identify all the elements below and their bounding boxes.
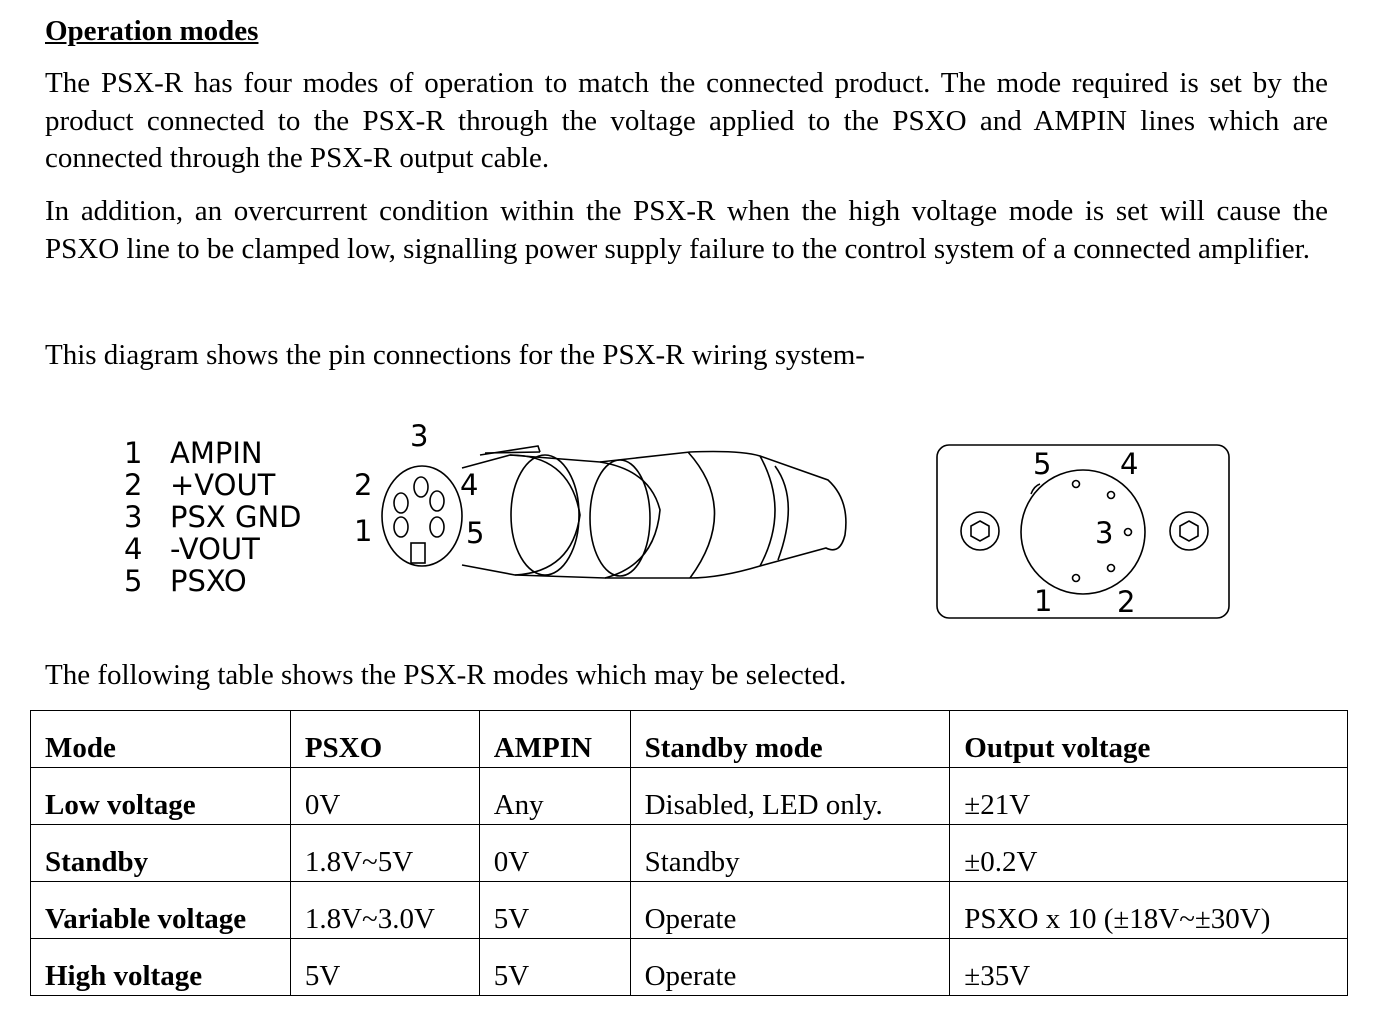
plug-pin: [429, 490, 445, 512]
screw-hex: [1179, 520, 1199, 542]
psxo-cell: 1.8V~3.0V: [289, 881, 480, 939]
legend-num: 2: [124, 468, 142, 502]
mounting-screw: [1169, 511, 1209, 551]
socket-pin-label: 2: [1117, 585, 1135, 619]
pin-legend: 1 AMPIN 2 +VOUT 3 PSX GND 4 -VOUT 5 PSXO: [124, 436, 301, 598]
socket-pin-label: 1: [1034, 584, 1052, 618]
header-mode: Mode: [30, 710, 291, 768]
legend-name: PSX GND: [170, 500, 301, 534]
plug-cable: [759, 455, 847, 567]
table-header-row: Mode PSXO AMPIN Standby mode Output volt…: [30, 710, 1348, 768]
socket-pin: [1071, 479, 1081, 489]
plug-pin: [393, 492, 409, 514]
mode-cell: Standby: [30, 824, 291, 882]
psxo-cell: 0V: [289, 767, 480, 825]
screw-hex: [970, 520, 990, 542]
output-cell: ±21V: [949, 767, 1348, 825]
plug-key: [410, 542, 426, 564]
plug-pin-labels: 3 2 4 1 5: [354, 419, 484, 550]
plug-pin-label: 3: [410, 419, 428, 453]
socket-pin-label: 3: [1095, 516, 1113, 550]
socket-pin-label: 5: [1033, 447, 1051, 481]
standby-cell: Standby: [629, 824, 951, 882]
socket-keyway: [1030, 483, 1041, 495]
intro-paragraph: The PSX-R has four modes of operation to…: [45, 67, 1328, 174]
diagram-intro-text: This diagram shows the pin connections f…: [45, 339, 865, 371]
header-psxo: PSXO: [289, 710, 480, 768]
plug-pin: [413, 476, 429, 498]
legend-num: 5: [124, 564, 142, 598]
plug-middle-ring: [509, 454, 661, 579]
socket-panel-plate: [936, 444, 1230, 619]
plug-pin-label: 2: [354, 468, 372, 502]
output-cell: ±35V: [949, 938, 1348, 996]
table-row: Low voltage 0V Any Disabled, LED only. ±…: [30, 767, 1348, 825]
table-row: Standby 1.8V~5V 0V Standby ±0.2V: [30, 824, 1348, 882]
plug-pin-label: 5: [466, 516, 484, 550]
modes-table: Mode PSXO AMPIN Standby mode Output volt…: [30, 710, 1348, 996]
socket-pin: [1123, 527, 1133, 537]
mode-cell: Variable voltage: [30, 881, 291, 939]
legend-name: AMPIN: [170, 436, 263, 470]
panel-socket: [936, 444, 1230, 619]
socket-pin-label: 4: [1120, 447, 1138, 481]
output-cell: ±0.2V: [949, 824, 1348, 882]
header-standby-mode: Standby mode: [629, 710, 951, 768]
legend-name: -VOUT: [170, 532, 260, 566]
table-intro-text: The following table shows the PSX-R mode…: [45, 659, 847, 691]
socket-pin: [1106, 563, 1116, 573]
plug-pin: [393, 516, 409, 538]
ampin-cell: Any: [478, 767, 631, 825]
ampin-cell: 5V: [478, 938, 631, 996]
ampin-cell: 0V: [478, 824, 631, 882]
plug-front-collar: [461, 454, 581, 576]
table-row: Variable voltage 1.8V~3.0V 5V Operate PS…: [30, 881, 1348, 939]
pin-connection-diagram: 1 AMPIN 2 +VOUT 3 PSX GND 4 -VOUT 5 PSXO: [124, 419, 1230, 619]
plug-pin-label: 4: [460, 468, 478, 502]
output-cell: PSXO x 10 (±18V~±30V): [949, 881, 1348, 939]
standby-cell: Operate: [629, 938, 951, 996]
section-heading: Operation modes: [45, 15, 259, 47]
mode-cell: High voltage: [30, 938, 291, 996]
legend-name: PSXO: [170, 564, 247, 598]
legend-num: 4: [124, 532, 142, 566]
psxo-cell: 5V: [289, 938, 480, 996]
legend-num: 3: [124, 500, 142, 534]
mode-cell: Low voltage: [30, 767, 291, 825]
overcurrent-paragraph: In addition, an overcurrent condition wi…: [45, 195, 1328, 265]
mounting-screw: [960, 511, 1000, 551]
table-row: High voltage 5V 5V Operate ±35V: [30, 938, 1348, 996]
plug-drawing: [381, 445, 847, 579]
plug-face: [381, 465, 463, 567]
plug-pin-label: 1: [354, 514, 372, 548]
socket-pin-labels: 5 4 3 1 2: [1033, 447, 1138, 619]
psxo-cell: 1.8V~5V: [289, 824, 480, 882]
socket-pin: [1106, 490, 1116, 500]
legend-num: 1: [124, 436, 142, 470]
socket-pin: [1071, 573, 1081, 583]
plug-pin: [429, 516, 445, 538]
plug-rear-body: [599, 450, 776, 579]
header-output-voltage: Output voltage: [949, 710, 1348, 768]
header-ampin: AMPIN: [478, 710, 631, 768]
socket-ring: [1020, 469, 1146, 595]
standby-cell: Disabled, LED only.: [629, 767, 951, 825]
legend-name: +VOUT: [170, 468, 276, 502]
ampin-cell: 5V: [478, 881, 631, 939]
standby-cell: Operate: [629, 881, 951, 939]
